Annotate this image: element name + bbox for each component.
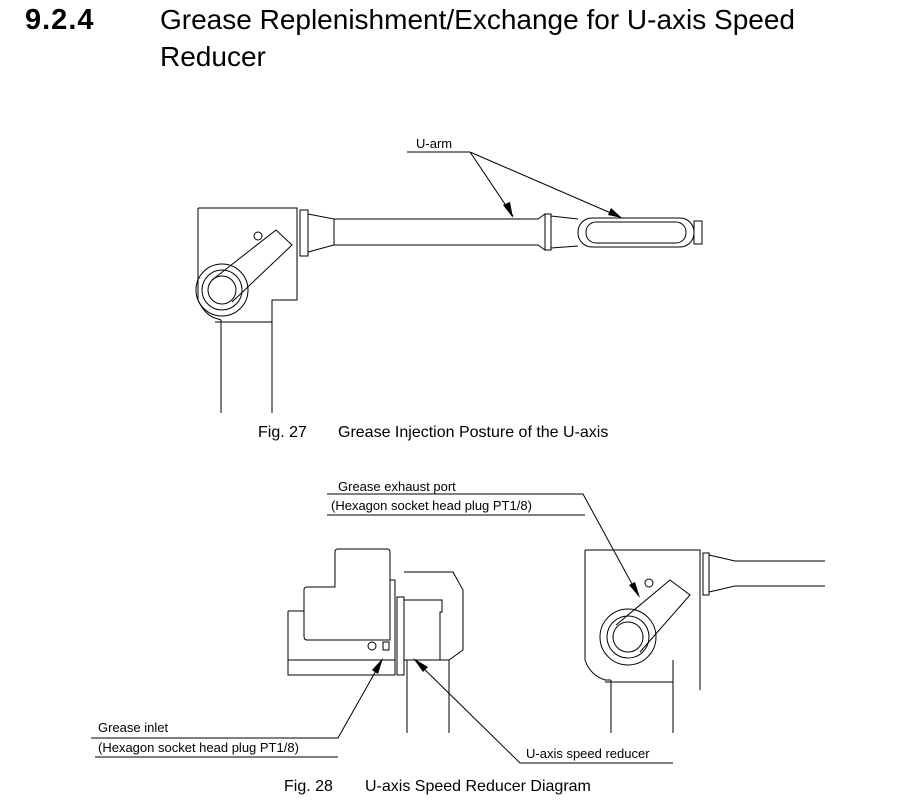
- fig27-caption-text: Grease Injection Posture of the U-axis: [338, 424, 609, 441]
- exhaust-port-label: Grease exhaust port: [338, 479, 456, 494]
- section-title-line1: Grease Replenishment/Exchange for U-axis…: [160, 4, 796, 35]
- fig28-caption-text: U-axis Speed Reducer Diagram: [365, 778, 591, 795]
- figure-28-front-view: [584, 549, 825, 733]
- section-title-line2: Reducer: [160, 41, 266, 72]
- grease-inlet-sublabel: (Hexagon socket head plug PT1/8): [98, 740, 299, 755]
- figure-27-drawing: [195, 151, 703, 413]
- grease-inlet-label: Grease inlet: [98, 720, 169, 735]
- u-arm-label: U-arm: [416, 136, 453, 151]
- fig27-caption-number: Fig. 27: [258, 424, 307, 441]
- speed-reducer-label: U-axis speed reducer: [526, 746, 650, 761]
- figure-28-side-view: [91, 493, 673, 764]
- exhaust-port-sublabel: (Hexagon socket head plug PT1/8): [331, 498, 532, 513]
- section-number: 9.2.4: [25, 4, 95, 36]
- fig28-caption-number: Fig. 28: [284, 778, 333, 795]
